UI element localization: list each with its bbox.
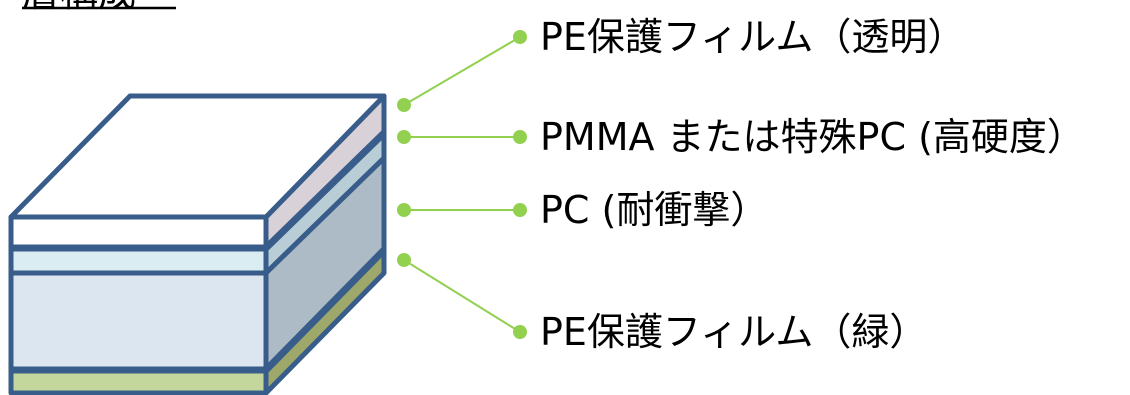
- front-face-pc: [8, 270, 269, 373]
- leader-line-pe-clear: [403, 36, 521, 106]
- leader-start-dot: [397, 98, 411, 112]
- layer-label-pmma: PMMA または特殊PC (高硬度）: [540, 115, 1085, 159]
- leader-end-dot: [513, 203, 527, 217]
- leader-start-dot: [397, 203, 411, 217]
- leader-start-dot: [397, 253, 411, 267]
- leader-lines: [403, 36, 521, 333]
- leader-start-dot: [397, 130, 411, 144]
- leader-dots: [397, 30, 527, 339]
- front-face-pe-clear: [8, 214, 269, 251]
- leader-end-dot: [513, 30, 527, 44]
- leader-line-pe-green: [403, 259, 521, 333]
- leader-end-dot: [513, 325, 527, 339]
- layer-label-pe-green: PE保護フィルム（緑）: [540, 310, 927, 354]
- layer-label-pc: PC (耐衝撃）: [540, 188, 768, 232]
- leader-end-dot: [513, 130, 527, 144]
- layer-label-pe-clear: PE保護フィルム（透明）: [540, 15, 965, 59]
- front-face-pmma: [8, 245, 269, 276]
- layer-separators: [11, 130, 387, 374]
